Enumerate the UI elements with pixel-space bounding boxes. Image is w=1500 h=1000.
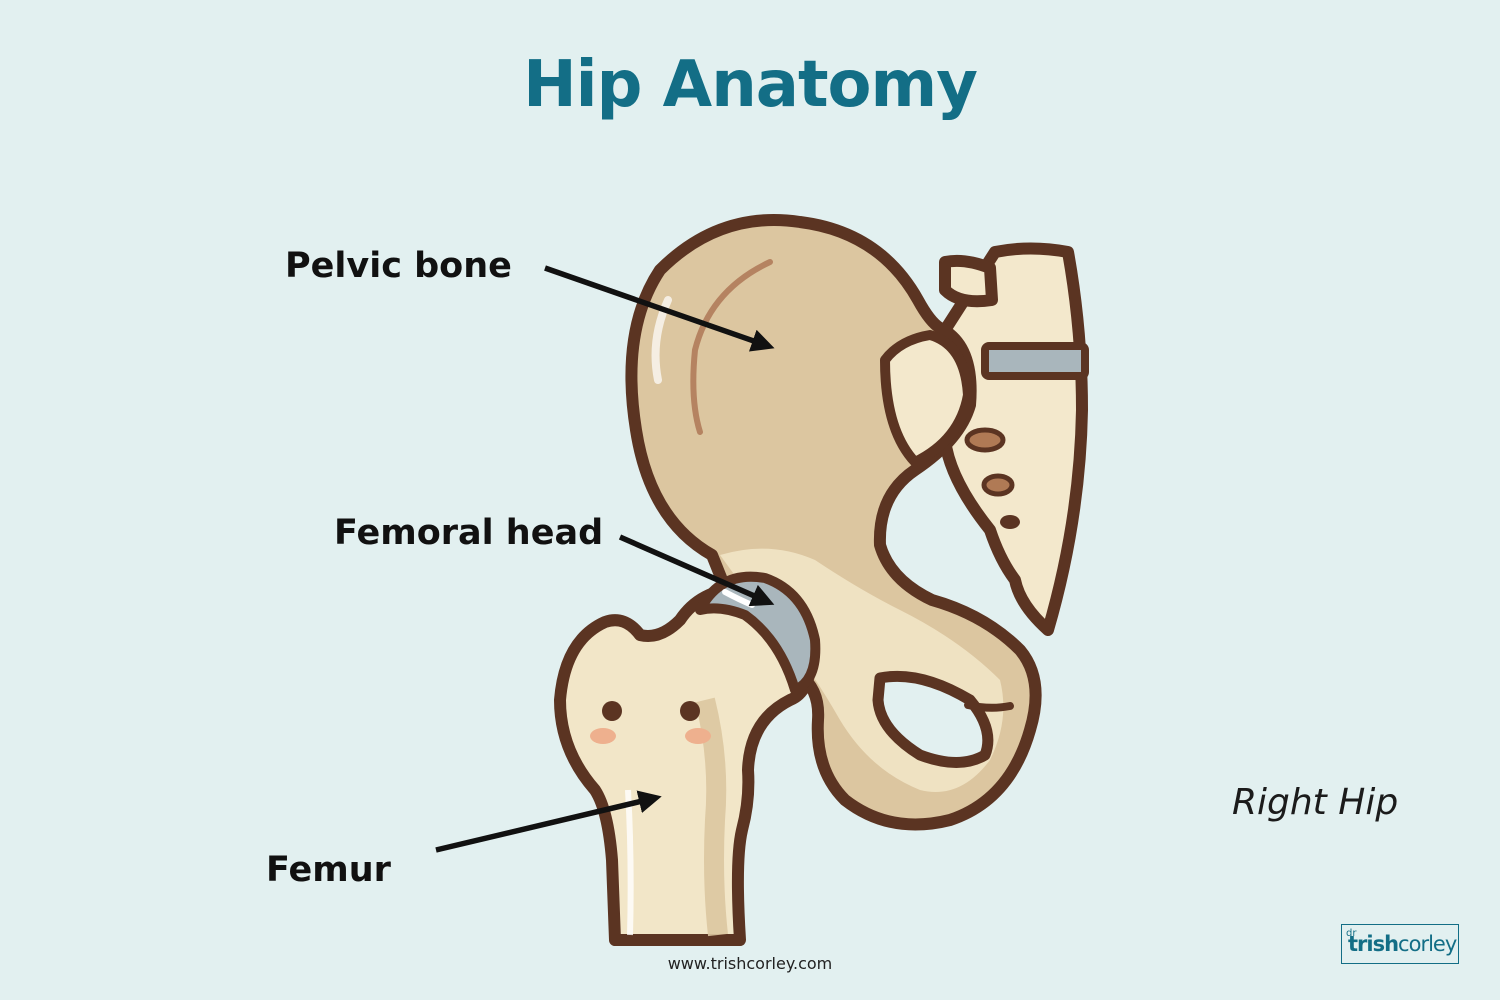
pelvic-bone-label: Pelvic bone [285, 246, 512, 286]
logo-prefix: dr [1346, 928, 1357, 939]
pelvic-bone-arrow [544, 265, 775, 352]
brand-logo: dr trishcorley [1341, 924, 1459, 964]
sacrum [939, 242, 1089, 636]
pelvic-bone [625, 214, 1042, 831]
logo-name-bold: trish [1348, 932, 1399, 956]
logo-name: trishcorley [1348, 932, 1457, 956]
femur-arrow [435, 790, 662, 853]
femur-label: Femur [266, 850, 391, 890]
logo-name-regular: corley [1398, 932, 1457, 956]
femoral-head-label: Femoral head [334, 513, 604, 553]
femoral-head-arrow [618, 534, 775, 607]
page-title: Hip Anatomy [523, 48, 978, 122]
website-url: www.trishcorley.com [667, 954, 833, 973]
side-label: Right Hip [1232, 782, 1399, 823]
